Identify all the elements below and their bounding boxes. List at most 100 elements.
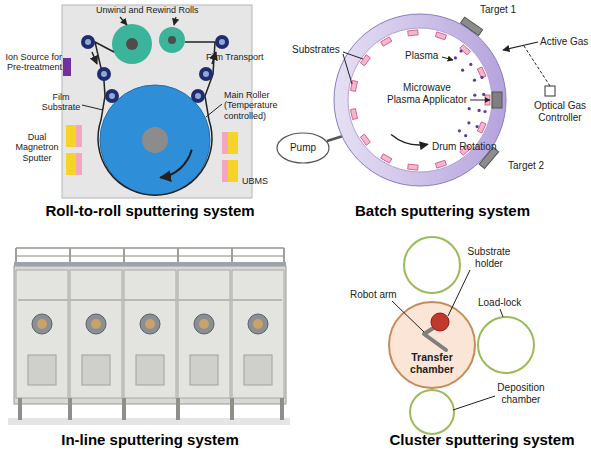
- substrate: [350, 109, 357, 120]
- panel-caption: In-line sputtering system: [0, 431, 300, 448]
- target-plate: [76, 125, 82, 147]
- substrate: [435, 32, 446, 40]
- part-label: Target 1: [480, 4, 516, 16]
- leader-line: [500, 309, 503, 317]
- roll-core: [195, 93, 201, 99]
- control-line: [524, 46, 550, 86]
- panel-caption: Cluster sputtering system: [372, 431, 591, 448]
- service-door: [82, 355, 110, 385]
- pointer-arrow: [470, 100, 490, 101]
- guide-roll: [97, 67, 111, 81]
- rotation-arrow: [160, 150, 191, 178]
- guide-roll: [215, 35, 229, 49]
- railing: [16, 255, 284, 257]
- guide-roll: [105, 89, 119, 103]
- part-label: Load-lock: [478, 297, 521, 309]
- part-label: Unwind and Rewind Rolls: [96, 5, 199, 15]
- service-door: [28, 355, 56, 385]
- part-label: UBMS: [242, 176, 268, 186]
- gas-inlet-arrow: [503, 42, 538, 50]
- substrate: [360, 134, 370, 145]
- roll-core: [126, 38, 138, 50]
- plasma-dot: [458, 129, 461, 132]
- roll-core: [85, 39, 91, 45]
- guide-roll: [191, 89, 205, 103]
- module-panel: [16, 270, 68, 398]
- leader-line: [453, 396, 495, 410]
- film-arrow: [92, 52, 97, 64]
- node-label: Pump: [290, 142, 316, 154]
- pump-outline: [277, 133, 329, 163]
- node-outline: [388, 301, 476, 389]
- part-label: Plasma: [405, 50, 438, 62]
- gas-controller-box: [545, 86, 555, 96]
- pointer-arrow: [174, 17, 176, 25]
- panel-caption: Roll-to-roll sputtering system: [0, 202, 300, 219]
- plasma-dot: [473, 94, 476, 97]
- chamber-ring: [334, 14, 506, 186]
- part-label: Target 2: [508, 160, 544, 172]
- chamber-outline: [389, 302, 475, 388]
- target-plate: [222, 160, 228, 182]
- leader-line: [343, 54, 352, 84]
- viewport-glass: [253, 319, 263, 329]
- film-path: [95, 42, 215, 195]
- plasma-dot: [480, 76, 483, 79]
- viewport: [194, 314, 214, 334]
- plasma-dot: [468, 107, 471, 110]
- plasma-dot: [483, 110, 486, 113]
- machine-leg: [18, 398, 22, 420]
- viewport-glass: [199, 319, 209, 329]
- pump-pipe: [327, 136, 343, 141]
- roll-core: [101, 71, 107, 77]
- node-label: Transfer chamber: [400, 351, 464, 375]
- substrate: [477, 67, 486, 78]
- viewport: [86, 314, 106, 334]
- plasma-dot: [478, 109, 481, 112]
- plasma-dot: [469, 63, 472, 66]
- substrate: [435, 160, 446, 168]
- floor-shadow: [8, 418, 290, 425]
- magnet: [228, 160, 238, 182]
- machine-leg: [230, 398, 234, 420]
- rotation-arrow: [391, 135, 428, 145]
- guide-roll: [199, 67, 213, 81]
- viewport: [140, 314, 160, 334]
- roll-core: [168, 36, 176, 44]
- leader-line: [448, 270, 470, 316]
- part-label: Main Roller (Temperature controlled): [224, 90, 284, 121]
- substrate: [408, 164, 418, 170]
- leader-line: [206, 104, 222, 117]
- viewport-glass: [91, 319, 101, 329]
- magnet: [228, 132, 238, 154]
- chamber-frame: [62, 5, 252, 198]
- service-door: [244, 355, 272, 385]
- plasma-dot: [460, 49, 463, 52]
- part-label: Robot arm: [350, 289, 397, 301]
- part-label: Microwave Plasma Applicator: [386, 82, 468, 105]
- deposition-chamber: [410, 390, 454, 434]
- plasma-dot: [473, 79, 476, 82]
- part-label: Substrate holder: [462, 246, 516, 269]
- plasma-dot: [454, 56, 457, 59]
- substrate: [460, 45, 471, 55]
- target-plate: [222, 132, 228, 154]
- frame-bar: [18, 299, 282, 301]
- plasma-dot: [467, 121, 470, 124]
- ion-source: [63, 58, 71, 76]
- load-lock-chamber: [478, 317, 534, 373]
- roll-core: [109, 93, 115, 99]
- module-panel: [70, 270, 122, 398]
- module-panel: [232, 270, 284, 398]
- substrate: [381, 37, 392, 46]
- machine-leg: [280, 398, 284, 420]
- pointer-arrow: [120, 17, 127, 25]
- module-panel: [178, 270, 230, 398]
- service-door: [136, 355, 164, 385]
- module-panel: [124, 270, 176, 398]
- magnet: [66, 153, 76, 175]
- substrate: [381, 154, 392, 163]
- part-label: Dual Magnetron Sputter: [12, 132, 62, 163]
